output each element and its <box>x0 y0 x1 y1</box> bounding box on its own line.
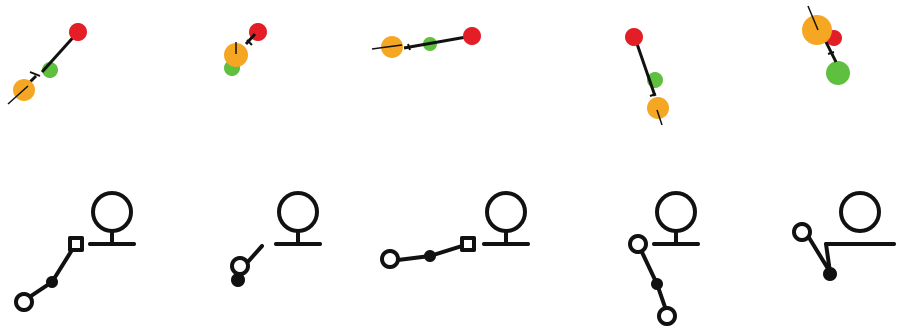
filled-joint <box>424 250 436 262</box>
arm-upper <box>50 248 74 284</box>
head-circle <box>655 191 697 233</box>
square-joint <box>460 236 476 252</box>
bottom-panel-2 <box>230 191 322 287</box>
bottom-row <box>14 191 896 326</box>
marker-tick <box>827 51 835 55</box>
top-panel-5 <box>802 5 850 85</box>
top-panel-4 <box>625 28 669 126</box>
open-end-circle <box>380 249 400 269</box>
bottom-panel-3 <box>380 191 530 269</box>
bottom-panel-4 <box>628 191 700 326</box>
bottom-panel-5 <box>792 191 896 281</box>
marker-tick <box>29 71 41 77</box>
head-circle <box>839 191 881 233</box>
red-dot <box>625 28 643 46</box>
red-dot <box>69 23 87 41</box>
open-end-circle <box>230 256 250 276</box>
head-circle <box>277 191 319 233</box>
head-circle <box>91 191 133 233</box>
orientation-line <box>371 44 403 50</box>
open-end-circle <box>14 292 34 312</box>
orange-dot <box>224 43 248 67</box>
open-end-circle <box>657 306 677 326</box>
link-segment <box>403 34 473 50</box>
orientation-line <box>7 85 29 105</box>
link-segment <box>244 32 257 46</box>
red-dot <box>463 27 481 45</box>
open-top-circle <box>628 234 648 254</box>
filled-joint <box>231 273 245 287</box>
orange-dot <box>647 97 669 119</box>
filled-joint <box>651 278 663 290</box>
top-panel-2 <box>224 23 267 76</box>
head-circle <box>485 191 527 233</box>
orange-dot <box>802 15 832 45</box>
bottom-panel-1 <box>14 191 136 312</box>
marker-tick <box>246 39 253 46</box>
green-dot <box>826 61 850 85</box>
open-end-circle <box>792 222 812 242</box>
orientation-line <box>807 5 819 31</box>
marker-tick <box>649 93 657 97</box>
orientation-line <box>656 109 663 126</box>
filled-joint <box>823 267 837 281</box>
arm-segment <box>806 234 832 274</box>
arm-upper <box>638 246 659 286</box>
arm-segment <box>244 244 264 266</box>
top-row <box>7 5 850 126</box>
square-joint <box>68 236 84 252</box>
marker-tick <box>407 43 411 51</box>
top-panel-1 <box>7 23 87 105</box>
filled-joint <box>46 276 58 288</box>
link-segment <box>633 37 657 97</box>
top-panel-3 <box>371 27 481 58</box>
